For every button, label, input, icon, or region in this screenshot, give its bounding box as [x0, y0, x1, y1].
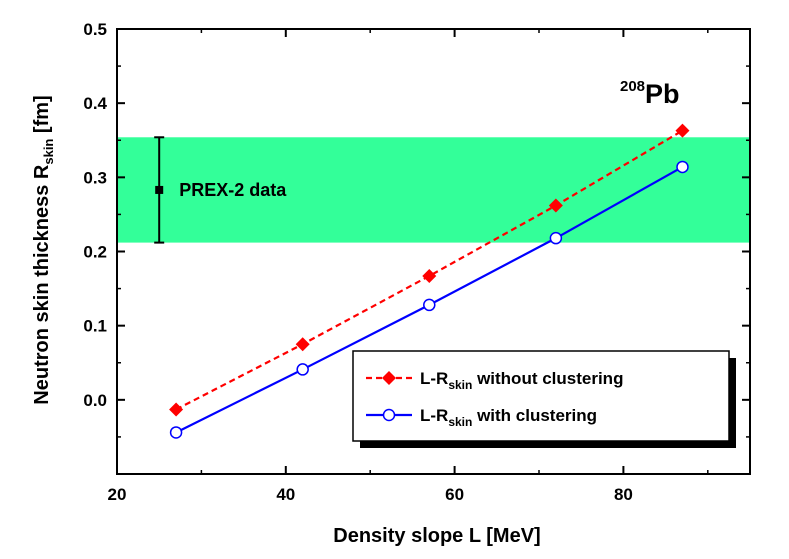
- y-axis-label: Neutron skin thickness Rskin [fm]: [31, 95, 56, 404]
- y-axis-label-main: Neutron skin thickness R: [31, 164, 53, 405]
- legend-1-label-prefix: L-R: [420, 406, 448, 425]
- legend-1-label-suffix: with clustering: [472, 406, 597, 425]
- series-0-point: [422, 268, 437, 283]
- legend-0-label-sub: skin: [448, 378, 472, 392]
- x-tick-label: 60: [445, 485, 464, 504]
- axes-layer: 20 40 60 80 0.0 0.1 0.2 0.3 0.4 0.5: [83, 20, 751, 504]
- legend-box: [352, 350, 730, 442]
- prex2-band-layer: [117, 137, 750, 243]
- x-tick-label: 80: [614, 485, 633, 504]
- prex2-band: [117, 137, 750, 243]
- y-tick-label: 0.2: [83, 243, 107, 262]
- legend-0-label-prefix: L-R: [420, 369, 448, 388]
- series-0-point: [295, 337, 310, 352]
- prex2-label: PREX-2 data: [179, 180, 287, 200]
- series-0-point: [169, 402, 184, 417]
- series-layer: [169, 123, 690, 439]
- x-tick-label: 40: [276, 485, 295, 504]
- legend-0-label: L-Rskin without clustering: [420, 369, 623, 392]
- legend-0-marker: [382, 371, 396, 385]
- series-1-point: [296, 363, 309, 376]
- x-tick-label: 20: [108, 485, 127, 504]
- series-0-point: [675, 123, 690, 138]
- prex2-layer: PREX-2 data: [154, 136, 287, 244]
- prex2-point: [155, 185, 164, 194]
- legend-0-label-suffix: without clustering: [472, 369, 623, 388]
- y-axis-label-unit: [fm]: [31, 95, 53, 138]
- y-tick-label: 0.5: [83, 20, 107, 39]
- series-1-point: [423, 298, 436, 312]
- legend-1-label: L-Rskin with clustering: [420, 406, 597, 429]
- nucleus-label: 208Pb: [620, 78, 680, 109]
- series-0-point: [548, 198, 563, 213]
- y-tick-label: 0.4: [83, 94, 107, 113]
- x-axis-label: Density slope L [MeV]: [333, 525, 540, 547]
- series-1-point: [549, 231, 563, 245]
- y-axis-label-sub: skin: [41, 139, 56, 165]
- legend-1-marker: [382, 408, 396, 422]
- series-0-line: [175, 129, 684, 411]
- y-tick-label: 0.3: [83, 168, 107, 187]
- legend-1-label-sub: skin: [448, 415, 472, 429]
- y-tick-label: 0.0: [83, 391, 107, 410]
- series-1-point: [676, 160, 689, 174]
- nucleus-mass: 208: [620, 78, 645, 95]
- nucleus-symbol: Pb: [645, 79, 680, 109]
- series-1-point: [169, 426, 183, 439]
- y-tick-label: 0.1: [83, 317, 107, 336]
